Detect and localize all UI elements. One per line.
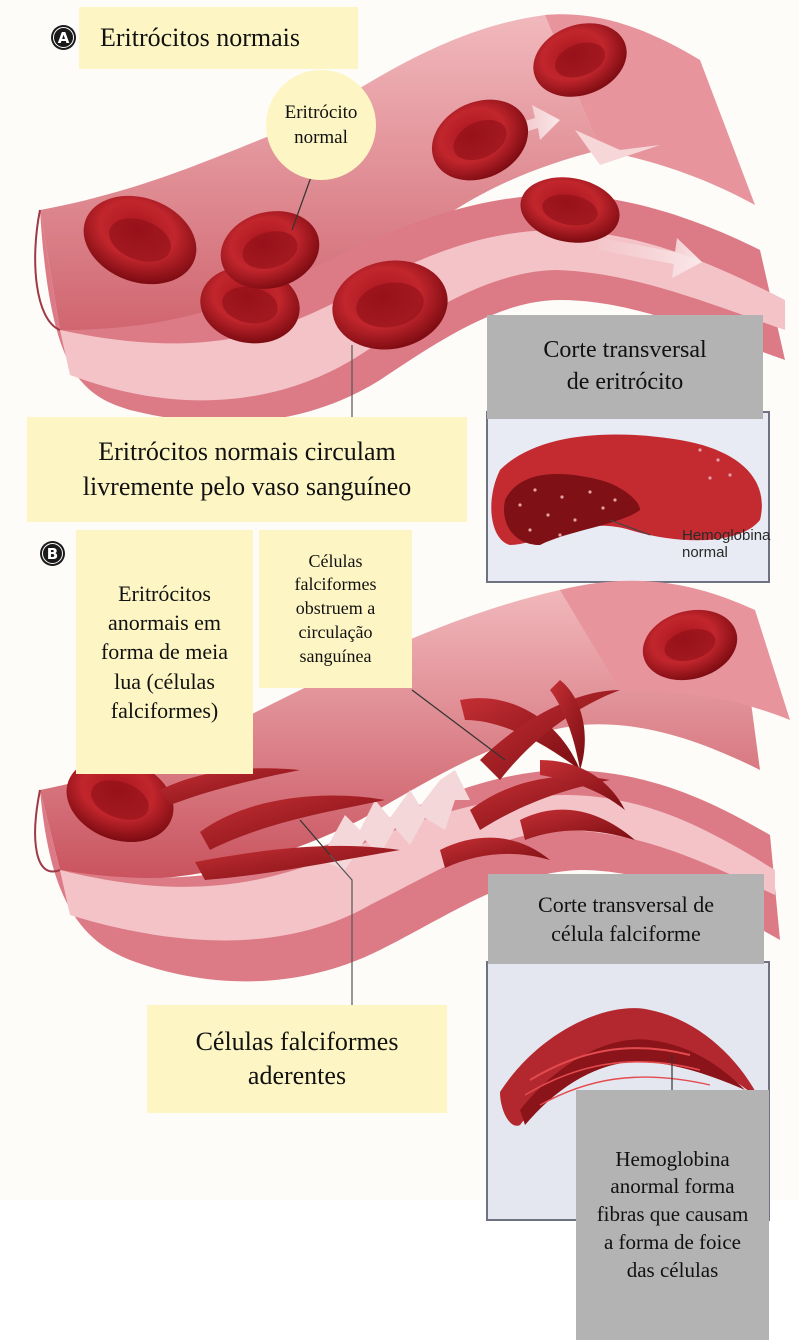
abnormal-hemoglobin-label: Hemoglobina anormal forma fibras que cau… bbox=[576, 1090, 769, 1340]
sickle-cross-section-title: Corte transversal de célula falciforme bbox=[488, 874, 764, 964]
panel-b-badge: B bbox=[40, 541, 65, 566]
panel-a-badge-letter: A bbox=[53, 27, 74, 48]
panel-a-badge: A bbox=[51, 25, 76, 50]
panel-b-badge-letter: B bbox=[42, 543, 63, 564]
abnormal-cells-label: Eritrócitos anormais em forma de meia lu… bbox=[76, 530, 253, 774]
adherent-cells-label: Células falciformes aderentes bbox=[147, 1005, 447, 1113]
obstruction-label: Células falciformes obstruem a circulaçã… bbox=[259, 530, 412, 688]
normal-cross-section-title: Corte transversal de eritrócito bbox=[487, 315, 763, 419]
normal-hemoglobin-label: Hemoglobina normal bbox=[682, 528, 768, 562]
normal-cell-label: Eritrócito normal bbox=[266, 70, 376, 180]
panel-a-title: Eritrócitos normais bbox=[79, 7, 358, 69]
normal-flow-caption: Eritrócitos normais circulam livremente … bbox=[27, 417, 467, 522]
